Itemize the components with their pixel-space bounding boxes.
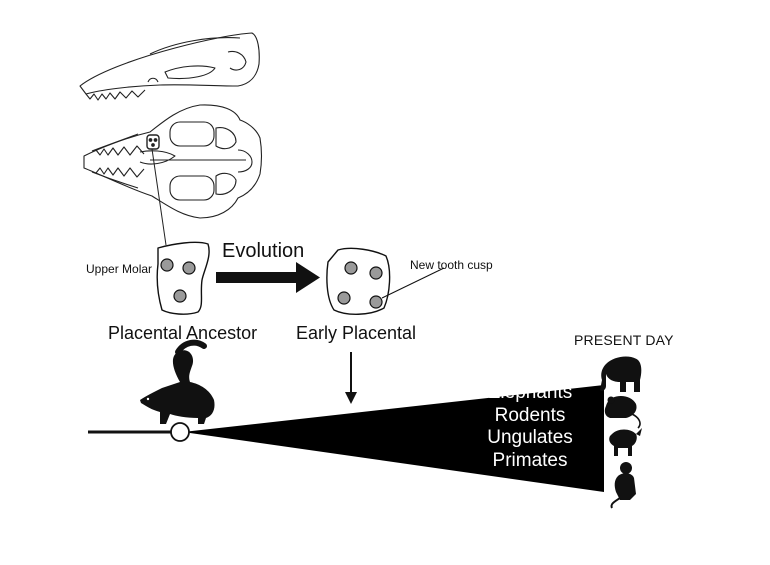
rodent-icon [604,396,641,429]
early-placental-cusp-3 [337,291,351,305]
lineage-list: Elephants Rodents Ungulates Primates [470,382,590,472]
new-tooth-cusp-label: New tooth cusp [410,258,493,272]
ancestor-cusp-2 [182,261,196,275]
molar-pointer-line [151,148,167,246]
early-placental-cusp-4 [369,295,383,309]
early-placental-cusp-2 [369,266,383,280]
diversification-wedge [183,385,604,492]
primate-icon [610,462,636,509]
placental-ancestor-label: Placental Ancestor [108,323,258,343]
divergence-node [170,422,190,442]
skull-side-view [79,32,260,101]
elephant-icon [600,356,642,392]
present-day-label: PRESENT DAY [574,332,674,348]
skull-bottom-view [83,104,263,219]
new-cusp-pointer-line [381,267,445,299]
ancestor-cusp-1 [160,258,174,272]
early-placental-label: Early Placental [296,323,417,343]
lineage-rodents: Rodents [494,404,566,426]
early-placental-cusp-1 [344,261,358,275]
ungulate-icon [609,428,642,456]
early-placental-molar-cusps [337,261,383,309]
ancestor-cusp-3 [173,289,187,303]
evolution-arrow [216,262,320,293]
lineage-ungulates: Ungulates [487,427,573,448]
ancestor-molar-cusps [160,258,196,303]
lineage-elephants: Elephants [487,382,573,403]
early-placental-down-arrow [345,352,357,404]
evolution-label: Evolution [222,240,305,262]
lineage-primates: Primates [492,449,568,471]
upper-molar-label: Upper Molar [86,262,153,276]
ancestor-animal-icon [140,339,215,424]
ancestor-molar [156,241,210,315]
